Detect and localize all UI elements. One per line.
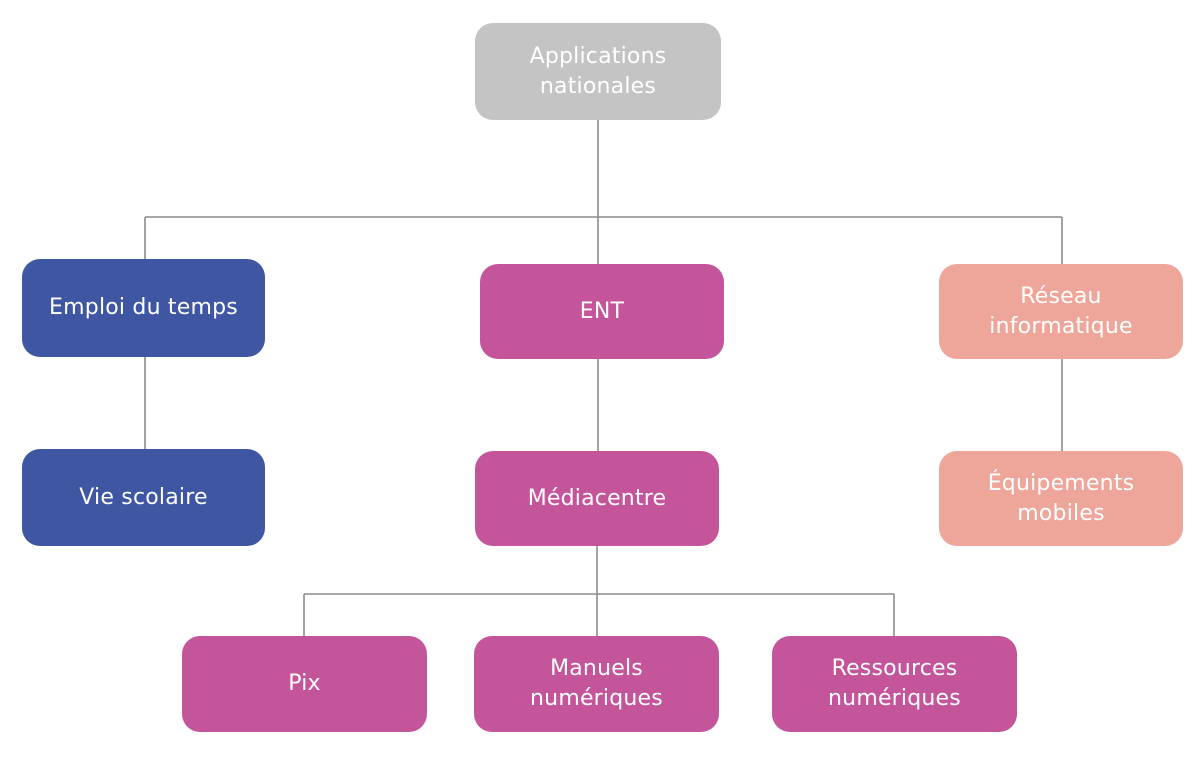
node-label: ENT [579, 298, 625, 324]
node-label: Vie scolaire [79, 484, 208, 510]
node-emploi-du-temps: Emploi du temps [22, 259, 265, 357]
node-label: Équipements mobiles [987, 470, 1135, 526]
node-mediacentre: Médiacentre [475, 451, 719, 546]
node-ent: ENT [480, 264, 724, 359]
node-label: Pix [288, 671, 321, 696]
node-label: Applications nationales [529, 43, 667, 99]
node-label: Emploi du temps [49, 295, 238, 320]
node-label: Médiacentre [527, 485, 667, 511]
node-reseau-informatique: Réseau informatique [939, 264, 1183, 359]
node-ressources-numeriques: Ressources numériques [772, 636, 1017, 732]
node-label: Réseau informatique [989, 283, 1133, 339]
node-equipements-mobiles: Équipements mobiles [939, 451, 1183, 546]
node-manuels-numeriques: Manuels numériques [474, 636, 719, 732]
node-pix: Pix [182, 636, 427, 732]
node-label: Manuels numériques [530, 656, 663, 711]
node-label: Ressources numériques [828, 656, 961, 711]
node-vie-scolaire: Vie scolaire [22, 449, 265, 546]
node-applications-nationales: Applications nationales [475, 23, 721, 120]
